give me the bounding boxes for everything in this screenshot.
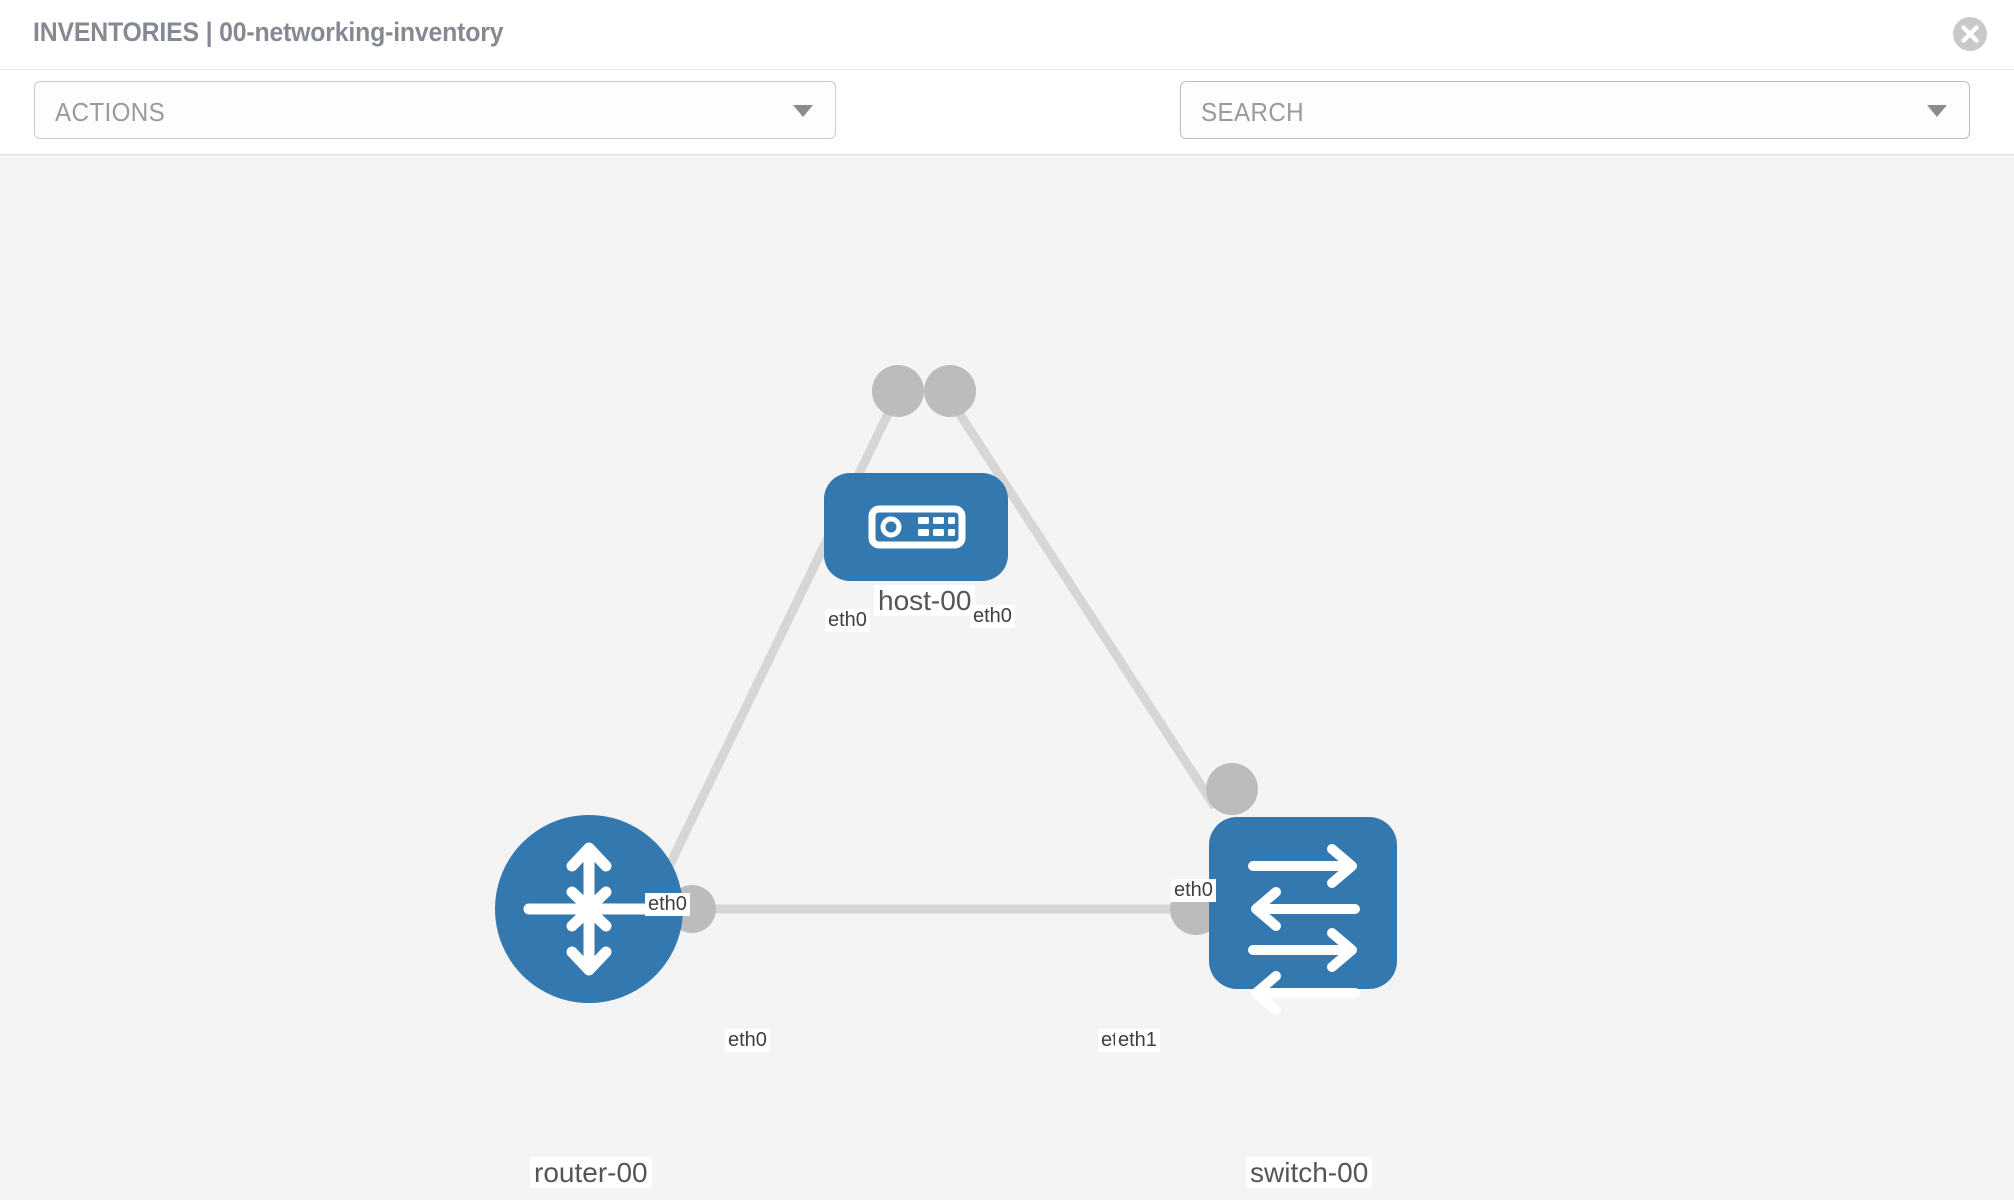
node-switch-00 (1209, 817, 1397, 1015)
topology-graph (495, 365, 1397, 1015)
close-icon[interactable] (1952, 16, 1988, 52)
node-label-host-00: host-00 (874, 585, 976, 617)
stub-layer (668, 365, 1258, 935)
iface-label-host-right: eth0 (970, 605, 1015, 628)
chevron-down-icon (793, 105, 813, 117)
iface-label-router-right: eth0 (725, 1029, 770, 1052)
search-placeholder: SEARCH (1201, 97, 1305, 127)
switch-icon (1248, 844, 1360, 1015)
actions-dropdown[interactable]: ACTIONS (34, 81, 836, 139)
topology-canvas[interactable]: host-00 router-00 switch-00 eth0 eth0 et… (0, 157, 2014, 1200)
toolbar: ACTIONS SEARCH (0, 70, 2014, 205)
actions-dropdown-label: ACTIONS (55, 97, 166, 127)
stub-switch-top (1206, 763, 1258, 815)
iface-label-router-up: eth0 (645, 893, 690, 916)
stub-host-right (924, 365, 976, 417)
node-host-00 (824, 473, 1008, 581)
router-icon (523, 842, 655, 976)
node-label-router-00: router-00 (530, 1157, 652, 1189)
node-router-00 (495, 815, 683, 1003)
page-title: INVENTORIES | 00-networking-inventory (33, 17, 504, 47)
iface-label-host-left: eth0 (825, 609, 870, 632)
server-icon (868, 505, 966, 549)
iface-label-switch-up: eth0 (1171, 879, 1216, 902)
node-label-switch-00: switch-00 (1246, 1157, 1373, 1189)
stub-host-left (872, 365, 924, 417)
link-host-switch (942, 390, 1219, 810)
search-input[interactable]: SEARCH (1180, 81, 1970, 139)
search-chevron-down-icon (1927, 105, 1947, 117)
iface-label-switch-left: eth1 (1115, 1029, 1160, 1052)
page-header: INVENTORIES | 00-networking-inventory (0, 0, 2014, 70)
